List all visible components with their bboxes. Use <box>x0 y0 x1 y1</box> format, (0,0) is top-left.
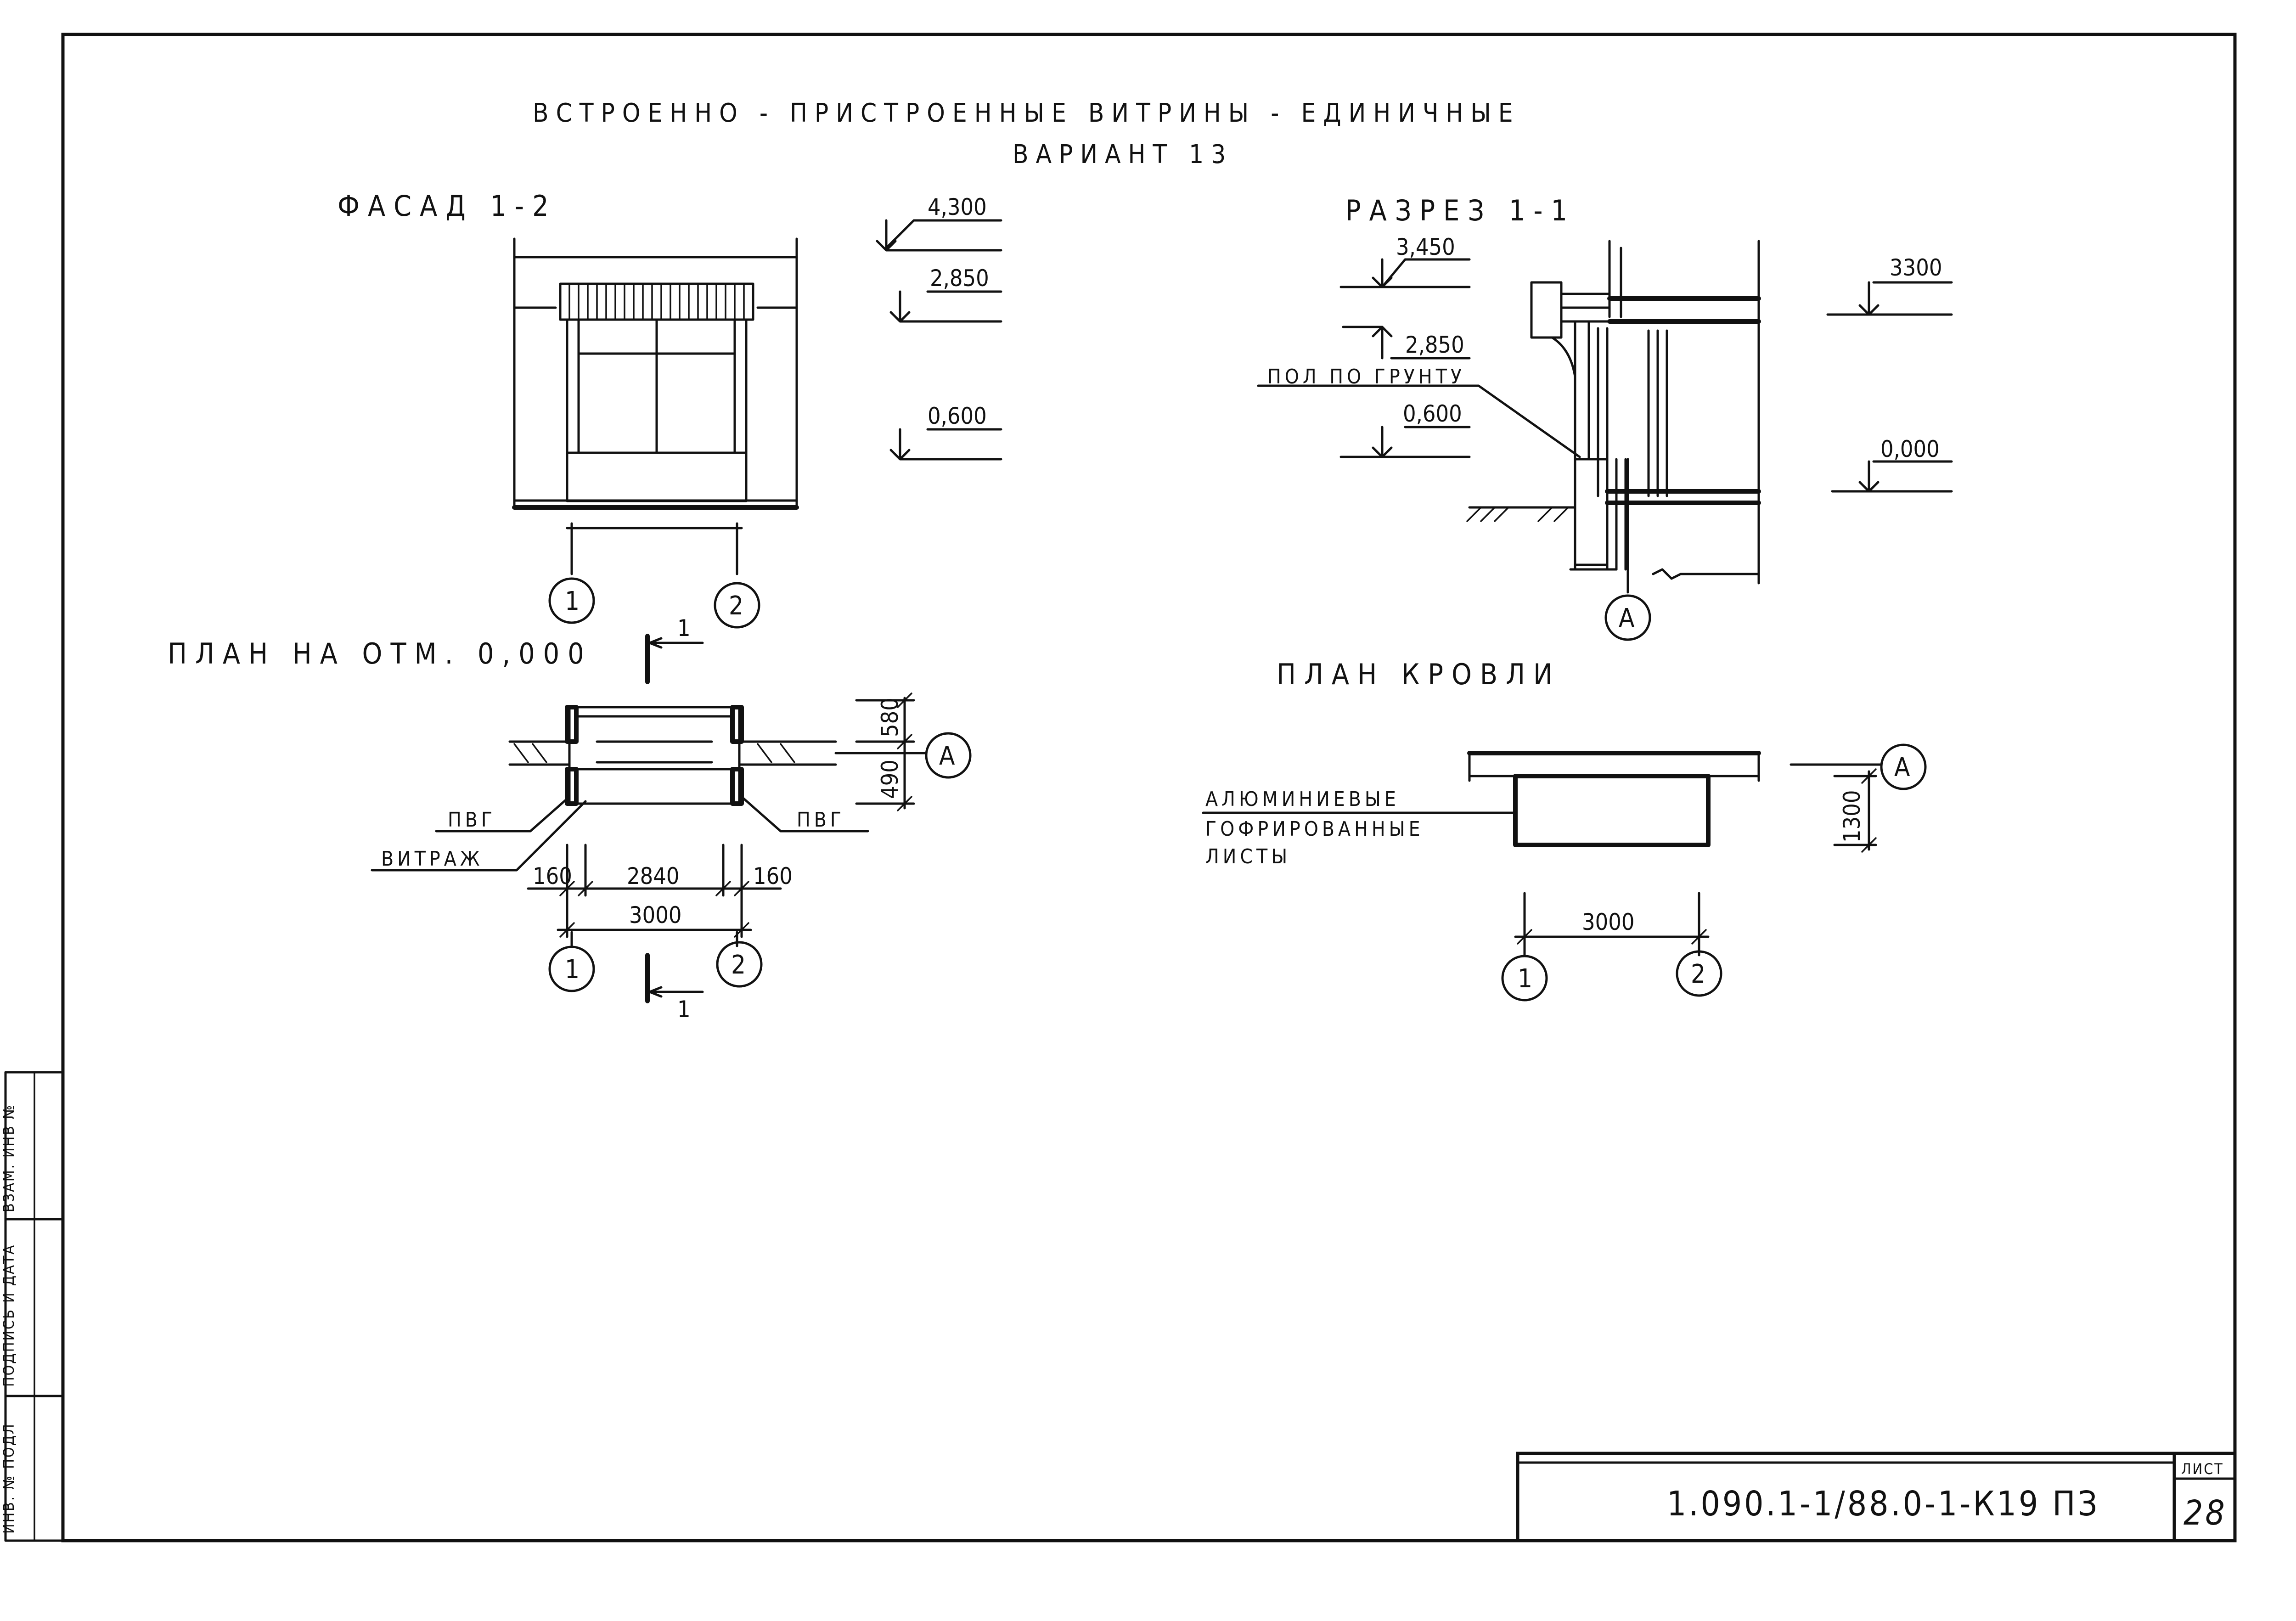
cut-mark-top: 1 <box>645 615 704 684</box>
cut-mark-bottom: 1 <box>645 953 704 1023</box>
label-pvg-right: ПВГ <box>797 808 845 832</box>
label-pvg-left: ПВГ <box>448 808 496 832</box>
roof-label-line2: ГОФРИРОВАННЫЕ <box>1205 817 1424 841</box>
roof-dim-3000: 3000 <box>1582 909 1634 935</box>
plan-heading: ПЛАН НА ОТМ. 0,000 <box>168 637 592 670</box>
section-level-2850-up: 2,850 <box>1342 326 1471 360</box>
facade-level-0600: 0,600 <box>889 403 1002 461</box>
sheet-number: 28 <box>2183 1493 2227 1533</box>
roof-axis-2: 2 <box>1676 950 1722 997</box>
side-stamp-inv-podl: ИНВ. № ПОДЛ <box>0 1423 17 1534</box>
svg-text:0,600: 0,600 <box>928 403 987 429</box>
dim-160-left: 160 <box>533 863 572 889</box>
roof-label-line3: ЛИСТЫ <box>1205 845 1291 868</box>
drawing-title: ВСТРОЕННО - ПРИСТРОЕННЫЕ ВИТРИНЫ - ЕДИНИ… <box>533 98 1520 128</box>
svg-text:А: А <box>1894 753 1910 782</box>
side-stamp-vzam: ВЗАМ. ИНВ № <box>0 1104 17 1212</box>
roof-axis-a: А <box>1880 743 1927 790</box>
svg-text:0,000: 0,000 <box>1880 436 1940 462</box>
sheet-label: ЛИСТ <box>2181 1460 2224 1478</box>
svg-text:4,300: 4,300 <box>928 194 987 220</box>
facade-level-2850: 2,850 <box>889 265 1002 323</box>
facade-axis-2: 2 <box>714 582 760 629</box>
section-level-3300: 3300 <box>1826 254 1953 316</box>
svg-text:1: 1 <box>565 955 580 985</box>
drawing-subtitle: ВАРИАНТ 13 <box>1013 140 1233 169</box>
side-stamp-signature: ПОДПИСЬ И ДАТА <box>0 1244 17 1387</box>
svg-text:1: 1 <box>677 996 691 1023</box>
svg-text:2: 2 <box>731 950 746 980</box>
svg-text:1: 1 <box>1518 964 1532 994</box>
facade-heading: ФАСАД 1-2 <box>338 189 557 223</box>
dim-2840: 2840 <box>627 863 679 889</box>
facade-view: ФАСАД 1-2 4,300 2,850 0,600 <box>338 189 1002 629</box>
svg-text:2: 2 <box>729 591 743 621</box>
svg-text:А: А <box>1619 603 1635 633</box>
section-heading: РАЗРЕЗ 1-1 <box>1345 194 1576 227</box>
svg-text:0,600: 0,600 <box>1403 400 1462 427</box>
svg-text:А: А <box>939 741 955 771</box>
facade-axis-1: 1 <box>548 577 595 624</box>
label-vitrazh: ВИТРАЖ <box>381 847 484 871</box>
svg-text:1: 1 <box>565 586 580 616</box>
facade-level-4300: 4,300 <box>876 194 1002 252</box>
svg-text:2: 2 <box>1691 959 1705 989</box>
section-view: РАЗРЕЗ 1-1 3,450 2,850 0,600 ПОЛ ПО ГРУН… <box>1257 194 1953 641</box>
dim-490: 490 <box>877 760 903 799</box>
roof-axis-1: 1 <box>1501 955 1548 1002</box>
roof-label-line1: АЛЮМИНИЕВЫЕ <box>1205 788 1400 811</box>
side-stamp: ИНВ. № ПОДЛ ПОДПИСЬ И ДАТА ВЗАМ. ИНВ № <box>0 1071 64 1542</box>
plan-axis-a: А <box>925 732 972 779</box>
svg-text:3300: 3300 <box>1890 254 1942 281</box>
section-level-0600: 0,600 <box>1339 400 1471 458</box>
title-block: 1.090.1-1/88.0-1-К19 ПЗ ЛИСТ 28 <box>1516 1452 2237 1542</box>
roof-dim-1300: 1300 <box>1839 790 1865 843</box>
roof-plan-view: ПЛАН КРОВЛИ АЛЮМИНИЕВЫЕ ГОФРИРОВАННЫЕ ЛИ… <box>1202 658 1927 1002</box>
svg-text:2,850: 2,850 <box>930 265 989 292</box>
dim-580: 580 <box>877 698 903 737</box>
section-level-3450: 3,450 <box>1339 234 1471 288</box>
plan-axis-1: 1 <box>548 946 595 992</box>
drawing-code: 1.090.1-1/88.0-1-К19 ПЗ <box>1667 1484 2099 1524</box>
sheet-frame <box>61 33 2237 1542</box>
svg-text:3,450: 3,450 <box>1396 234 1455 260</box>
svg-text:2,850: 2,850 <box>1405 332 1464 358</box>
svg-text:1: 1 <box>677 615 691 642</box>
section-axis-a: А <box>1604 594 1651 641</box>
dim-3000: 3000 <box>629 902 681 929</box>
section-level-0000: 0,000 <box>1831 436 1953 493</box>
roof-heading: ПЛАН КРОВЛИ <box>1277 658 1561 691</box>
plan-axis-2: 2 <box>716 941 763 988</box>
plan-view: ПЛАН НА ОТМ. 0,000 1 1 580 490 А <box>168 615 972 1023</box>
dim-160-right: 160 <box>753 863 793 889</box>
